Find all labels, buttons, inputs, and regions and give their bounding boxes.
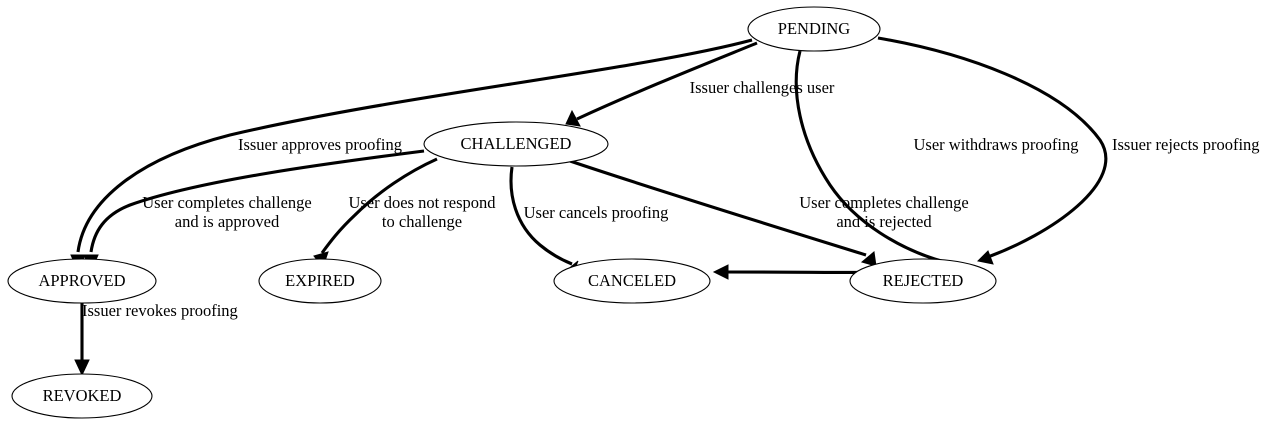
edge-label-user-withdraws-proofing: User withdraws proofing — [914, 135, 1079, 154]
edge-challenged-to-expired[interactable]: User does not respond to challenge — [313, 157, 496, 269]
edge-pending-to-approved[interactable]: Issuer approves proofing — [70, 38, 753, 273]
arrowhead-into-rejected-b — [976, 250, 994, 265]
node-shape-revoked — [11, 373, 153, 419]
node-pending[interactable]: PENDING — [747, 6, 881, 52]
edge-label-user-cancels-proofing: User cancels proofing — [524, 203, 669, 222]
edge-label-user-completes-challenge-rejected-line2: and is rejected — [836, 212, 932, 231]
edge-path-challenged-rejected — [569, 159, 867, 257]
node-shape-approved — [7, 258, 157, 304]
edge-label-issuer-approves-proofing: Issuer approves proofing — [238, 135, 402, 154]
edge-label-issuer-revokes-proofing: Issuer revokes proofing — [82, 301, 238, 320]
edge-pending-to-rejected[interactable]: Issuer rejects proofing — [877, 36, 1260, 265]
edge-pending-to-challenged[interactable]: Issuer challenges user — [565, 41, 835, 127]
node-canceled[interactable]: CANCELED — [553, 258, 711, 304]
edge-label-issuer-rejects-proofing: Issuer rejects proofing — [1112, 135, 1260, 154]
edge-label-user-completes-challenge-rejected-line1: User completes challenge — [799, 193, 969, 212]
node-shape-challenged — [423, 121, 609, 167]
edge-path-challenged-expired — [320, 157, 438, 254]
node-challenged[interactable]: CHALLENGED — [423, 121, 609, 167]
edge-challenged-to-rejected[interactable]: User completes challenge and is rejected — [569, 159, 969, 267]
node-label-approved: APPROVED — [38, 271, 125, 290]
arrowhead-into-revoked — [74, 359, 90, 377]
node-label-challenged: CHALLENGED — [461, 134, 572, 153]
node-label-expired: EXPIRED — [285, 271, 355, 290]
node-shape-pending — [747, 6, 881, 52]
edge-approved-to-revoked[interactable]: Issuer revokes proofing — [74, 301, 238, 377]
edge-label-user-does-not-respond-line1: User does not respond — [348, 193, 496, 212]
node-expired[interactable]: EXPIRED — [258, 258, 382, 304]
arrowhead-into-challenged — [565, 109, 581, 127]
node-shape-expired — [258, 258, 382, 304]
node-revoked[interactable]: REVOKED — [11, 373, 153, 419]
edge-label-user-does-not-respond-line2: to challenge — [382, 212, 462, 231]
edge-path-pending-approved — [76, 38, 753, 253]
edge-path-pending-rejected — [877, 36, 1108, 260]
arrowhead-into-rejected-a — [860, 251, 877, 267]
edge-path-challenged-approved — [89, 149, 425, 253]
edge-path-pending-challenged — [576, 41, 758, 121]
node-shape-canceled — [553, 258, 711, 304]
arrowhead-into-canceled-b — [712, 264, 729, 280]
node-label-canceled: CANCELED — [588, 271, 676, 290]
edge-path-challenged-canceled — [509, 166, 573, 266]
node-label-pending: PENDING — [778, 19, 850, 38]
node-label-revoked: REVOKED — [43, 386, 122, 405]
edge-label-user-completes-challenge-approved-line1: User completes challenge — [142, 193, 312, 212]
node-shape-rejected — [849, 258, 997, 304]
node-approved[interactable]: APPROVED — [7, 258, 157, 304]
edge-label-issuer-challenges-user: Issuer challenges user — [690, 78, 835, 97]
node-rejected[interactable]: REJECTED — [849, 258, 997, 304]
node-label-rejected: REJECTED — [883, 271, 964, 290]
edge-label-user-completes-challenge-approved-line2: and is approved — [175, 212, 280, 231]
